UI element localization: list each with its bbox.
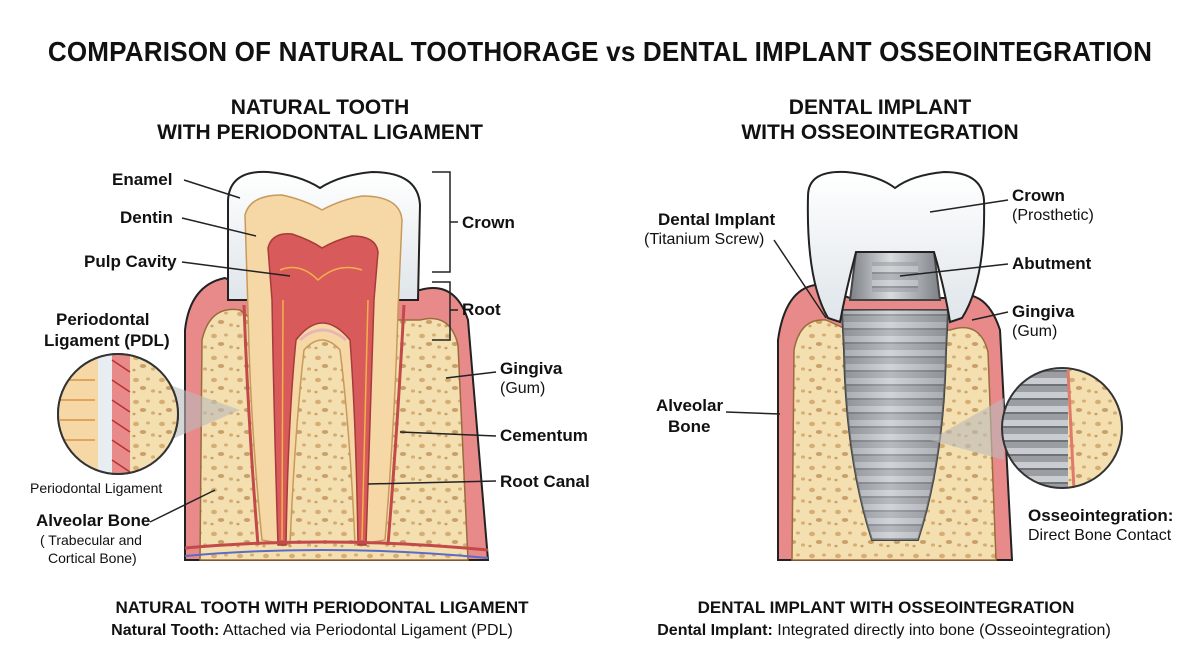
label-alveolar-sub2: Cortical Bone) — [48, 550, 137, 566]
label-alveolar-right-line1: Alveolar — [656, 396, 724, 415]
label-crown-left: Crown — [462, 213, 515, 232]
right-caption-text: Dental Implant: Integrated directly into… — [604, 622, 1164, 640]
right-heading-line2: WITH OSSEOINTEGRATION — [741, 121, 1019, 144]
natural-tooth-illustration — [57, 170, 497, 561]
label-cementum: Cementum — [500, 426, 588, 445]
label-abutment: Abutment — [1012, 254, 1092, 273]
label-root-canal: Root Canal — [500, 472, 590, 491]
right-caption-bold: Dental Implant: — [657, 622, 773, 639]
left-caption-rest: Attached via Periodontal Ligament (PDL) — [219, 622, 513, 639]
right-caption-title: DENTAL IMPLANT WITH OSSEOINTEGRATION — [697, 598, 1075, 617]
label-gingiva-right: Gingiva — [1012, 302, 1075, 321]
label-pulp-cavity: Pulp Cavity — [84, 252, 177, 271]
label-gingiva-left-sub: (Gum) — [500, 380, 546, 397]
inset-caption-pdl: Periodontal Ligament — [30, 480, 163, 496]
label-osseointegration: Osseointegration: — [1028, 506, 1174, 525]
pulp-cavity — [267, 233, 379, 546]
left-heading-line1: NATURAL TOOTH — [230, 96, 410, 119]
alveolar-bone-left — [199, 308, 469, 561]
label-pdl-line2: Ligament (PDL) — [44, 331, 170, 350]
label-dentin: Dentin — [120, 208, 173, 227]
label-implant-sub: (Titanium Screw) — [644, 231, 765, 248]
right-heading-line1: DENTAL IMPLANT — [788, 96, 972, 119]
label-osseointegration-sub: Direct Bone Contact — [1028, 527, 1172, 544]
label-crown-right: Crown — [1012, 186, 1065, 205]
left-heading-line2: WITH PERIODONTAL LIGAMENT — [157, 121, 483, 144]
label-root: Root — [462, 300, 501, 319]
left-caption-title: NATURAL TOOTH WITH PERIODONTAL LIGAMENT — [115, 598, 529, 617]
left-caption-text: Natural Tooth: Attached via Periodontal … — [32, 622, 592, 640]
prosthetic-crown — [806, 170, 986, 324]
main-title: COMPARISON OF NATURAL TOOTHORAGE vs DENT… — [47, 36, 1153, 67]
label-alveolar-sub1: ( Trabecular and — [40, 532, 142, 548]
right-caption-rest: Integrated directly into bone (Osseointe… — [772, 622, 1111, 639]
label-gingiva-right-sub: (Gum) — [1012, 323, 1058, 340]
label-gingiva-left: Gingiva — [500, 359, 563, 378]
dental-implant-illustration — [725, 170, 1123, 561]
label-alveolar-right-line2: Bone — [668, 417, 711, 436]
label-pdl-line1: Periodontal — [56, 310, 150, 329]
left-caption-bold: Natural Tooth: — [111, 622, 220, 639]
label-enamel: Enamel — [112, 170, 173, 189]
label-crown-right-sub: (Prosthetic) — [1012, 207, 1094, 224]
label-alveolar-bone-left: Alveolar Bone — [36, 511, 151, 530]
label-implant: Dental Implant — [658, 210, 776, 229]
